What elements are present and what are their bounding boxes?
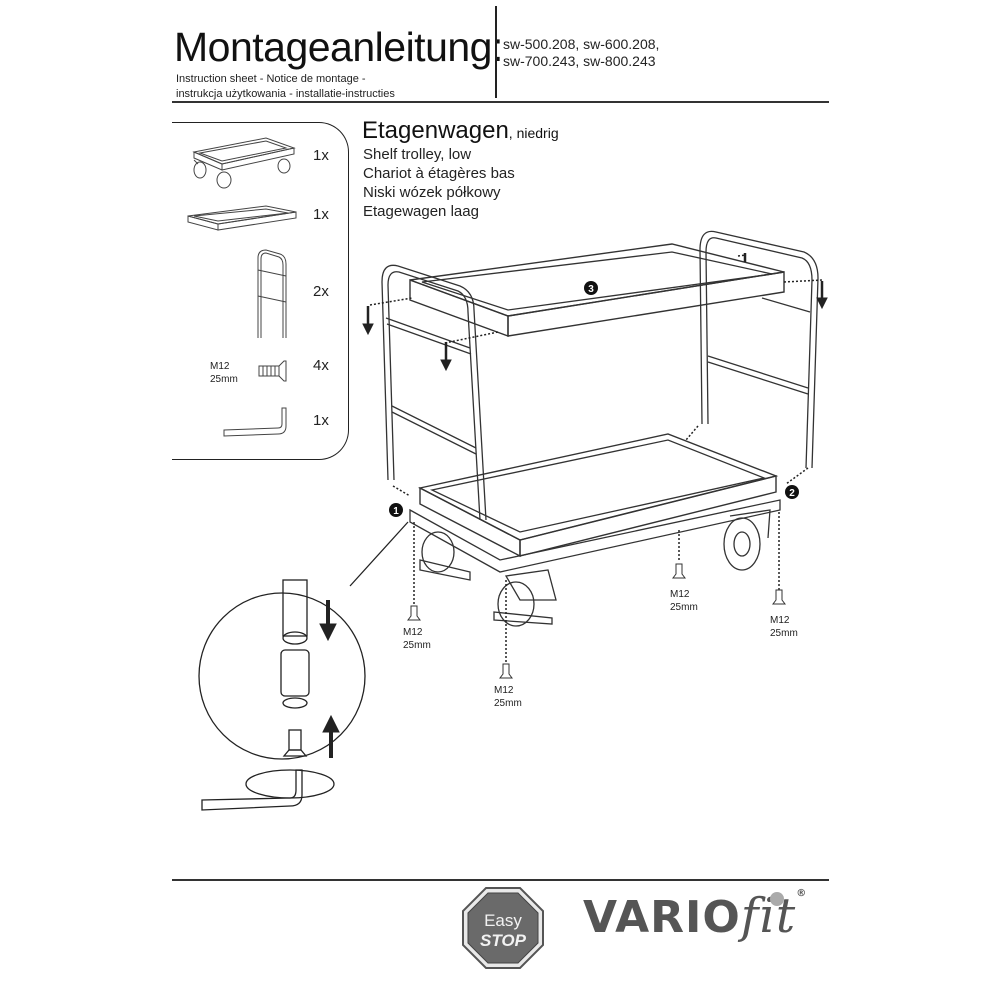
handle-frame-icon <box>257 249 287 338</box>
screw-label-length: 25mm <box>403 640 431 651</box>
subtitle-line-1: Instruction sheet - Notice de montage - <box>176 73 366 85</box>
part-qty-2: 1x <box>313 206 329 223</box>
product-title-pl: Niski wózek półkowy <box>363 184 501 201</box>
product-title-main: Etagenwagen <box>362 117 509 144</box>
screw-spec-length: 25mm <box>210 374 238 385</box>
product-title-fr: Chariot à étagères bas <box>363 165 515 182</box>
product-title: Etagenwagen, niedrig <box>362 117 559 145</box>
screw-icon <box>258 360 287 382</box>
screw-label-front-right: M12 25mm <box>494 684 522 710</box>
product-title-suffix: , niedrig <box>508 125 559 141</box>
variofit-dot-icon <box>770 892 784 906</box>
screw-label-size: M12 <box>670 589 690 600</box>
screw-label-size: M12 <box>403 627 423 638</box>
model-numbers-line-2: sw-700.243, sw-800.243 <box>503 53 656 69</box>
screw-label-size: M12 <box>770 615 790 626</box>
trolley-base-icon <box>192 137 296 189</box>
shelf-tray-icon <box>187 205 297 231</box>
easystop-logo: Easy STOP <box>462 887 544 969</box>
registered-mark: ® <box>796 888 808 899</box>
screw-label-length: 25mm <box>494 698 522 709</box>
model-numbers-line-1: sw-500.208, sw-600.208, <box>503 36 660 52</box>
easystop-easy-text: Easy <box>484 911 522 930</box>
screw-spec: M12 25mm <box>210 360 238 386</box>
part-qty-1: 1x <box>313 147 329 164</box>
subtitle-line-2: instrukcja użytkowania - installatie-ins… <box>176 88 395 100</box>
variofit-brand-main: VARIO <box>583 892 741 943</box>
screw-spec-size: M12 <box>210 361 230 372</box>
step-3-marker: 3 <box>588 284 594 295</box>
screw-label-front-left: M12 25mm <box>403 626 431 652</box>
product-title-en: Shelf trolley, low <box>363 146 472 163</box>
part-qty-3: 2x <box>313 283 329 300</box>
variofit-logo: VARIOfit® <box>583 888 807 944</box>
step-2-marker: 2 <box>789 488 795 499</box>
screw-label-length: 25mm <box>670 602 698 613</box>
screw-label-length: 25mm <box>770 628 798 639</box>
variofit-brand-fit: fit <box>740 888 797 944</box>
parts-list-box <box>172 122 349 460</box>
part-qty-5: 1x <box>313 412 329 429</box>
screw-label-back-right: M12 25mm <box>770 614 798 640</box>
part-qty-4: 4x <box>313 357 329 374</box>
document-title: Montageanleitung: <box>174 24 503 70</box>
header-rule <box>172 101 829 103</box>
header-divider <box>495 6 497 98</box>
allen-key-icon <box>223 407 287 437</box>
product-title-nl: Etagewagen laag <box>363 203 479 220</box>
easystop-stop-text: STOP <box>480 931 527 950</box>
step-1-marker: 1 <box>393 506 399 517</box>
screw-label-size: M12 <box>494 685 514 696</box>
screw-label-mid: M12 25mm <box>670 588 698 614</box>
model-numbers: sw-500.208, sw-600.208, sw-700.243, sw-8… <box>503 36 659 70</box>
footer-rule <box>172 879 829 881</box>
